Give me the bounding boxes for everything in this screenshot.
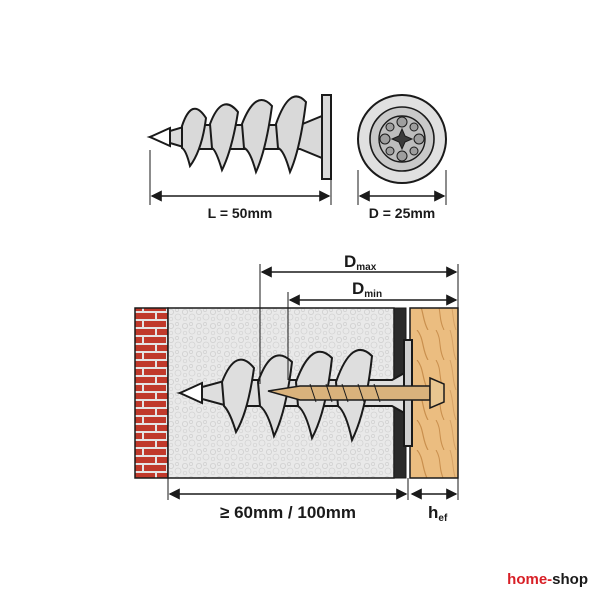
dmin-dimension: Dmin [287,279,458,380]
hef-subscript: ef [438,513,448,524]
wood-screw [267,376,445,410]
diameter-dimension: D = 25mm [357,170,447,221]
insulation-depth-label: ≥ 60mm / 100mm [220,503,356,522]
svg-text:hef: hef [428,503,448,524]
dmax-subscript: max [356,262,376,273]
brick-wall [134,307,169,479]
dowel-side-view [146,94,332,180]
dmax-dimension: Dmax [259,252,459,384]
hef-label: h [428,503,438,522]
svg-text:Dmin: Dmin [352,279,382,300]
brand-part-2: shop [552,571,588,588]
length-label: L = 50mm [208,205,273,221]
brand-logo: home-shop [507,571,588,588]
brand-part-1: home- [507,571,553,588]
diameter-label: D = 25mm [369,205,436,221]
dmin-label: D [352,279,364,298]
svg-text:Dmax: Dmax [344,252,377,273]
hef-dimension: hef [410,478,459,524]
dmax-label: D [344,252,356,271]
insulation-depth-dimension: ≥ 60mm / 100mm [167,478,409,522]
dmin-subscript: min [364,289,382,300]
dowel-front-view [357,94,447,184]
length-dimension: L = 50mm [149,150,332,221]
